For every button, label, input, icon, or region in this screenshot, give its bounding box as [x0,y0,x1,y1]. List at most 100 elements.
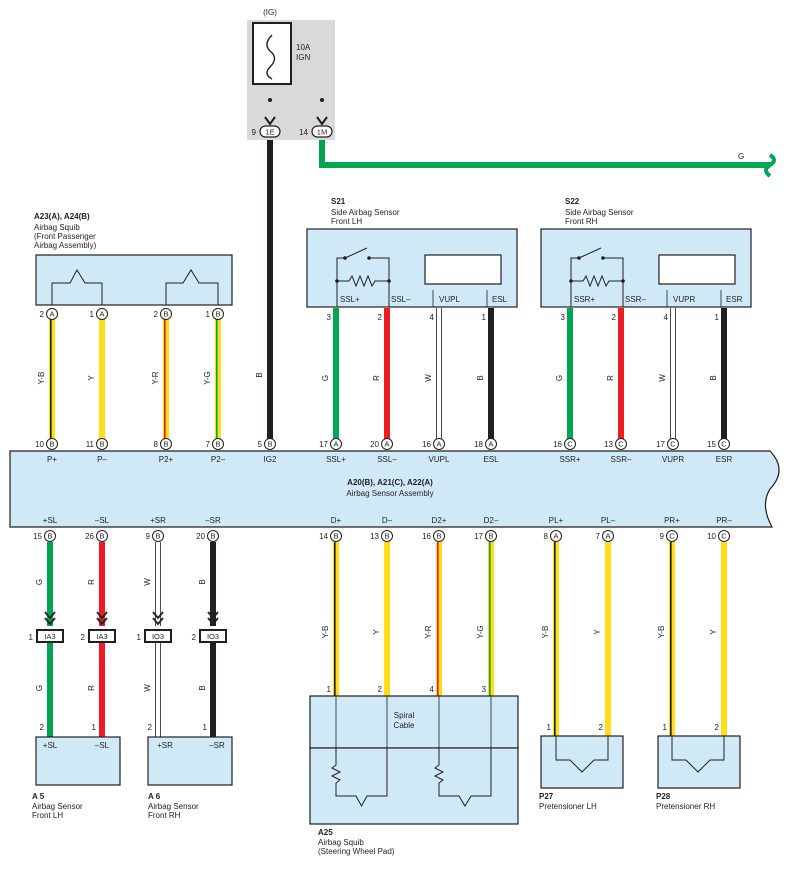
top-wire-color: Y-G [203,371,212,385]
junction-num: 2 [192,633,197,642]
fuse-pin-num: 9 [252,128,257,137]
s21-pin-label: SSL+ [340,295,360,304]
ecu-bottom-pin-conn: C [669,532,675,541]
top-pin-num: 2 [378,313,383,322]
junction-connector [36,629,64,643]
s22-pin-label: SSR+ [574,295,595,304]
s21-desc: Front LH [331,217,362,226]
ecu-top-pin-label: VUPR [662,455,684,464]
ecu-top-pin-circle [667,438,679,450]
s21-pin-label: VUPL [439,295,460,304]
a25-wire-color: Y-G [476,625,485,639]
s22-desc: Side Airbag Sensor [565,208,634,217]
ecu-top-pin-label: P+ [47,455,57,464]
ecu-top-pin-conn: B [163,440,168,449]
ecu-top-pin-conn: A [333,440,338,449]
junction-name: IA3 [44,632,55,641]
top-pin-num: 2 [612,313,617,322]
ecu-top-pin-circle [264,438,276,450]
ecu-top-pin-num: 7 [206,440,211,449]
top-pin-circle [46,308,58,320]
lower-pin-num: 1 [203,723,208,732]
ecu-bottom-pin-conn: B [210,532,215,541]
a23-id: A23(A), A24(B) [34,212,90,221]
s22-pin-label: ESR [726,295,743,304]
ecu-top-pin-label: IG2 [264,455,277,464]
junction-arrow [207,611,219,626]
lower-wire-color: W [143,578,152,586]
ecu-bottom-pin-conn: B [99,532,104,541]
ecu-bottom-pin-num: 8 [544,532,549,541]
a25-wire-color: Y-B [321,626,330,639]
a25-wire-color: Y-R [424,625,433,638]
ecu-top-pin-circle [46,438,58,450]
ecu-bottom-pin-circle [718,530,730,542]
ecu-top-pin-conn: B [99,440,104,449]
fuse-name: IGN [296,53,310,62]
p28-wire-color: Y [709,629,718,635]
ecu-top-pin-conn: C [567,440,573,449]
a23-desc: Airbag Squib [34,223,80,232]
ecu-top-pin-conn: C [721,440,727,449]
lower-wire-color: B [198,685,207,690]
ecu-top-pin-num: 8 [154,440,159,449]
ecu-top-pin-label: VUPL [429,455,450,464]
top-pin-num: 4 [664,313,669,322]
top-pin-num: 3 [561,313,566,322]
p28-pin-num: 2 [715,723,720,732]
a25-pin-num: 4 [430,685,435,694]
ecu-bottom-pin-label: D2– [484,516,499,525]
ig2-wire-color: B [255,372,264,377]
top-wire-color: G [321,375,330,381]
ecu-bottom-pin-num: 14 [319,532,328,541]
spiral-cable-box [309,695,519,749]
top-pin-num: 1 [90,310,95,319]
top-wire-color: B [476,375,485,380]
top-wire-color: Y [87,375,96,381]
ecu-bottom-pin-conn: A [553,532,558,541]
p27-wire-color: Y [593,629,602,635]
p28-pin-num: 1 [663,723,668,732]
ecu-top-pin-circle [96,438,108,450]
ecu-bottom-pin-num: 26 [85,532,94,541]
a6-pin-label: –SR [209,741,225,750]
p28-element [671,736,725,773]
a5-desc: Front LH [32,811,63,820]
ecu-top-pin-circle [564,438,576,450]
s22-switch-dot [577,256,581,260]
lower-pin-num: 1 [92,723,97,732]
junction-num: 1 [29,633,34,642]
ecu-top-pin-label: ESR [716,455,733,464]
a25-id: A25 [318,828,333,837]
ecu-bottom-pin-label: D+ [331,516,342,525]
ecu-top-pin-circle [160,438,172,450]
ecu-top-pin-conn: C [618,440,624,449]
s22-switch [578,247,602,259]
fuse-symbol [266,34,276,80]
top-pin-circle [160,308,172,320]
ecu-bottom-pin-label: PR+ [664,516,680,525]
ecu-bottom-pin-circle [485,530,497,542]
ecu-top-pin-conn: C [670,440,676,449]
ecu-bottom-pin-circle [381,530,393,542]
ecu-bottom-pin-conn: B [333,532,338,541]
squib-element [330,748,388,808]
ecu-bottom-pin-conn: B [155,532,160,541]
ecu-top-pin-num: 5 [258,440,263,449]
ecu-bottom-pin-circle [550,530,562,542]
s22-pin-label: SSR– [625,295,646,304]
p28-box [657,735,741,789]
a5-desc: Airbag Sensor [32,802,83,811]
top-wire-color: Y-B [37,372,46,385]
ecu-top-pin-num: 16 [422,440,431,449]
s22-id: S22 [565,197,580,206]
top-wire-color: W [424,374,433,382]
s21-dot [387,279,391,283]
a5-id: A 5 [32,792,45,801]
junction-num: 1 [137,633,142,642]
s21-switch-dot [343,256,347,260]
ecu-top-pin-circle [485,438,497,450]
ecu-bottom-pin-label: +SR [150,516,166,525]
ecu-top-pin-num: 16 [553,440,562,449]
